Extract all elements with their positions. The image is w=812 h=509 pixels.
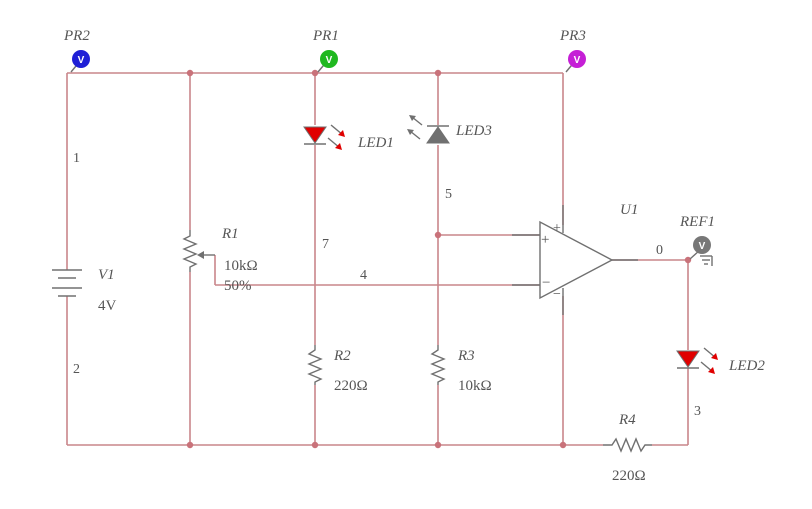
- probe-ref1-label: REF1: [679, 214, 715, 230]
- resistor-r2-value: 220Ω: [334, 378, 368, 394]
- led-led1-name: LED1: [357, 135, 394, 151]
- resistor-zigzag-icon: [603, 437, 652, 453]
- probe-pr2[interactable]: V PR2: [63, 28, 90, 73]
- probe-pr1-icon[interactable]: [320, 50, 338, 68]
- light-arrowhead-icon: [338, 130, 345, 137]
- junction-dot: [434, 69, 442, 77]
- led-led3[interactable]: LED3: [407, 115, 492, 144]
- resistor-r3-value: 10kΩ: [458, 378, 492, 394]
- led-triangle-icon: [426, 126, 450, 144]
- ground-icon: [700, 255, 713, 266]
- probe-ref1[interactable]: V REF1: [679, 214, 715, 266]
- led-led3-name: LED3: [455, 123, 492, 139]
- wiper-arrow-icon: [197, 251, 204, 259]
- probe-pr1-label: PR1: [312, 28, 339, 44]
- probe-ref1-icon[interactable]: [693, 236, 711, 254]
- opamp-plus-sign: +: [541, 232, 549, 248]
- junctions: [186, 69, 692, 449]
- net-label-5: 5: [445, 187, 452, 202]
- potentiometer-r1-name: R1: [221, 226, 239, 242]
- potentiometer-r1-value: 10kΩ: [224, 258, 258, 274]
- probe-pr3-icon[interactable]: [568, 50, 586, 68]
- led-triangle-icon: [303, 126, 327, 144]
- junction-dot: [186, 441, 194, 449]
- potentiometer-r1-setting: 50%: [224, 278, 252, 294]
- light-arrowhead-icon: [335, 143, 342, 150]
- light-arrowhead-icon: [711, 353, 718, 360]
- probe-pr3-glyph: V: [574, 55, 581, 66]
- probe-pr2-glyph: V: [78, 55, 85, 66]
- resistor-r4-value: 220Ω: [612, 468, 646, 484]
- junction-dot: [186, 69, 194, 77]
- resistor-r4-name: R4: [618, 412, 636, 428]
- probe-pr1-glyph: V: [326, 55, 333, 66]
- probe-pr1[interactable]: V PR1: [312, 28, 339, 73]
- opamp-vminus-sign: −: [553, 287, 561, 302]
- resistor-r2-name: R2: [333, 348, 351, 364]
- probe-pr3[interactable]: V PR3: [559, 28, 586, 73]
- net-label-4: 4: [360, 268, 367, 283]
- opamp-minus-sign: −: [542, 275, 550, 291]
- net-label-3: 3: [694, 404, 701, 419]
- led-led2-name: LED2: [728, 358, 765, 374]
- junction-dot: [434, 441, 442, 449]
- junction-dot: [311, 441, 319, 449]
- led-triangle-icon: [676, 350, 700, 368]
- resistor-r2[interactable]: R2 220Ω: [307, 345, 368, 394]
- resistor-zigzag-icon: [182, 230, 198, 272]
- opamp-vplus-sign: +: [553, 221, 561, 236]
- light-arrowhead-icon: [407, 129, 414, 135]
- probe-pr3-label: PR3: [559, 28, 586, 44]
- junction-dot: [559, 441, 567, 449]
- probe-ref1-glyph: V: [699, 241, 706, 252]
- net-labels: 1 2 7 4 5 0 3: [73, 151, 701, 419]
- battery-v1[interactable]: V1 4V: [52, 267, 117, 314]
- resistor-zigzag-icon: [307, 345, 323, 385]
- potentiometer-r1[interactable]: R1 10kΩ 50%: [182, 226, 258, 294]
- light-arrowhead-icon: [708, 367, 715, 374]
- light-arrowhead-icon: [409, 115, 416, 121]
- opamp-u1[interactable]: + − + − U1: [512, 202, 638, 315]
- battery-v1-name: V1: [98, 267, 115, 283]
- net-label-1: 1: [73, 151, 80, 166]
- opamp-u1-name: U1: [620, 202, 638, 218]
- net-label-0: 0: [656, 243, 663, 258]
- battery-v1-value: 4V: [98, 298, 117, 314]
- net-label-2: 2: [73, 362, 80, 377]
- resistor-zigzag-icon: [430, 345, 446, 385]
- resistor-r3[interactable]: R3 10kΩ: [430, 345, 492, 394]
- resistor-r3-name: R3: [457, 348, 475, 364]
- probe-pr2-icon[interactable]: [72, 50, 90, 68]
- junction-dot: [684, 256, 692, 264]
- junction-dot: [434, 231, 442, 239]
- net-label-7: 7: [322, 237, 329, 252]
- probe-pr2-label: PR2: [63, 28, 90, 44]
- opamp-triangle-icon: [539, 220, 614, 300]
- junction-dot: [311, 69, 319, 77]
- led-led1[interactable]: LED1: [303, 124, 394, 151]
- resistor-r4[interactable]: R4 220Ω: [603, 412, 652, 484]
- led-led2[interactable]: LED2: [676, 347, 765, 374]
- wires: [66, 72, 689, 446]
